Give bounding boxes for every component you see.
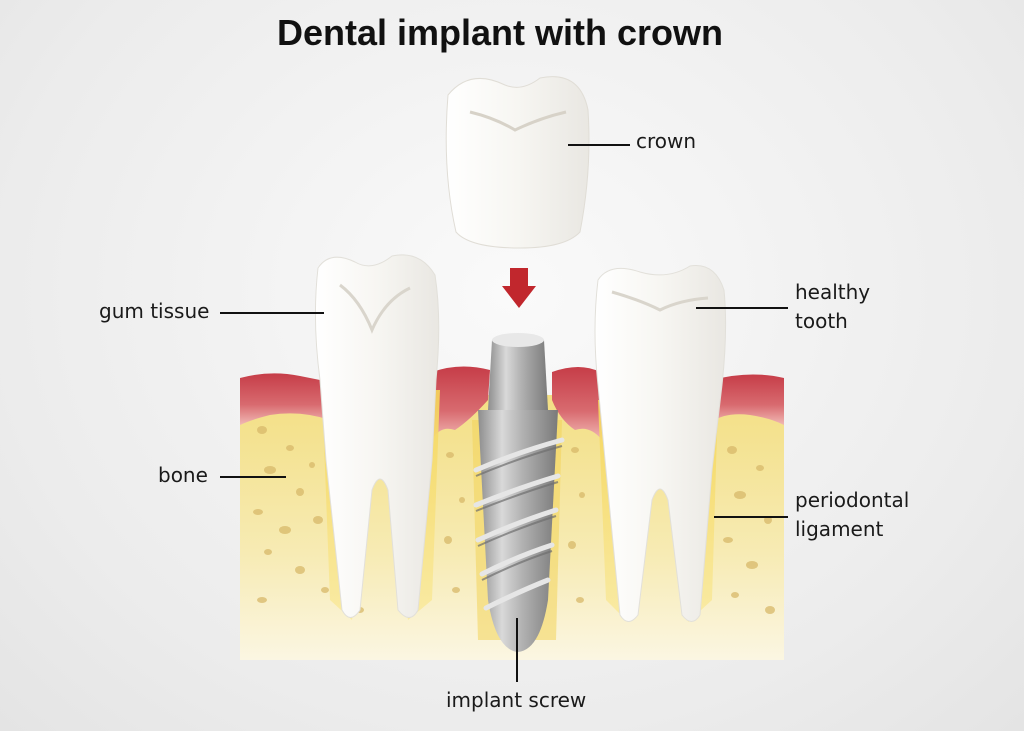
implant-screw-body xyxy=(478,410,558,652)
periodontal-leader xyxy=(714,516,788,518)
crown-label: crown xyxy=(636,129,697,153)
diagram-title: Dental implant with crown xyxy=(276,12,724,53)
crown-groove xyxy=(469,110,567,132)
implant-abutment xyxy=(488,334,548,410)
crown-leader xyxy=(568,144,630,146)
bone-label: bone xyxy=(158,463,208,487)
left-tooth-groove xyxy=(339,283,411,334)
healthy-tooth-leader xyxy=(696,307,788,309)
gum-tissue-label: gum tissue xyxy=(99,299,210,323)
gum-tissue xyxy=(240,373,330,425)
gum-tissue-middle xyxy=(432,366,490,440)
healthy-tooth-label-line1: healthy xyxy=(795,280,871,304)
implant-screw-leader xyxy=(516,618,518,682)
healthy-tooth-label-line2: tooth xyxy=(795,309,848,333)
crown xyxy=(445,76,590,249)
right-tooth-groove xyxy=(611,290,709,312)
gum-tissue-middle-right xyxy=(552,367,602,440)
left-tooth xyxy=(314,254,440,618)
bone-leader xyxy=(220,476,286,478)
down-arrow-icon xyxy=(502,268,536,308)
implant-thread-shadows xyxy=(475,445,563,581)
bone-pores xyxy=(253,426,775,614)
implant-top xyxy=(492,333,544,347)
gum-tissue-leader xyxy=(220,312,324,314)
implant-threads xyxy=(473,437,565,611)
implant-screw-label: implant screw xyxy=(446,688,587,712)
right-tooth xyxy=(594,265,727,622)
periodontal-label-line2: ligament xyxy=(795,517,884,541)
gum-tissue-right xyxy=(712,374,784,425)
periodontal-label-line1: periodontal xyxy=(795,488,910,512)
